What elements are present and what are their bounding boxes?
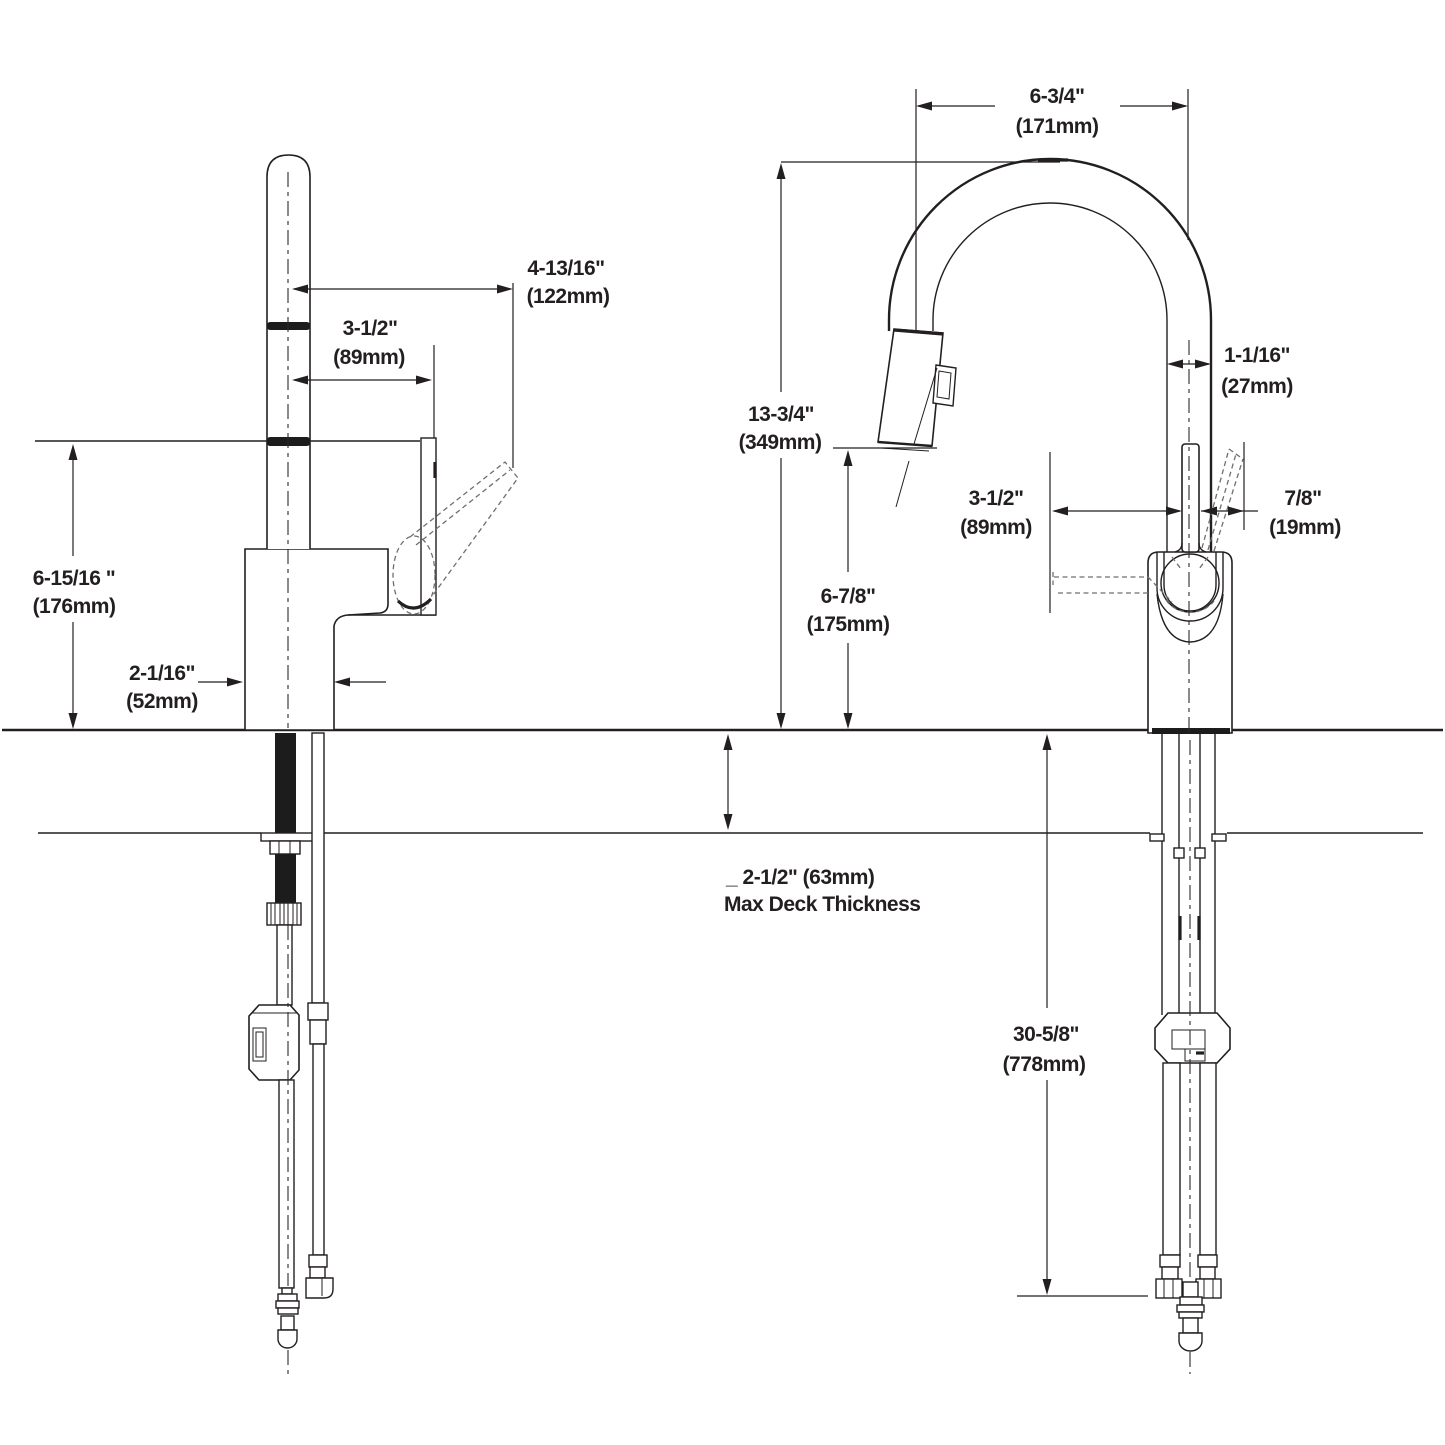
hose-fitting — [1173, 847, 1185, 859]
dim-label-metric: (175mm) — [807, 613, 890, 636]
spray-head-joint — [893, 328, 944, 336]
left-view — [35, 154, 519, 1374]
dim-right-center-to-hose: 3-1/2" (89mm) — [960, 452, 1182, 613]
dim-left-outlet-height: 6-15/16 " (176mm) — [33, 444, 116, 729]
center-fitting — [1182, 1281, 1199, 1298]
supply-riser — [276, 924, 293, 1006]
mounting-nut-ridges — [270, 903, 298, 925]
hose-fitting — [309, 1019, 327, 1045]
dim-left-base-width: 2-1/16" (52mm) — [126, 662, 386, 713]
hose-fitting — [307, 1002, 329, 1021]
dim-label: 13-3/4" — [748, 403, 814, 426]
under-counter-right — [1149, 733, 1231, 1374]
handle-dome-base — [396, 597, 433, 610]
dim-label: 30-5/8" — [1013, 1023, 1079, 1046]
valve-column — [420, 437, 437, 616]
mounting-clip — [1149, 833, 1165, 842]
deck-thickness-note: _ 2-1/2" (63mm) — [725, 866, 874, 889]
under-counter-left — [248, 732, 334, 1374]
spray-head — [877, 328, 957, 508]
mounting-clip — [1211, 833, 1227, 842]
dim-label: 6-7/8" — [821, 585, 876, 608]
handle-lever — [409, 461, 519, 596]
dim-label: 3-1/2" — [969, 487, 1024, 510]
hose-weight-window-inner — [255, 1031, 264, 1058]
deck-surface — [2, 728, 1443, 834]
hose-weight-window — [252, 1027, 267, 1062]
spray-head-accent — [913, 367, 938, 445]
gooseneck-inner — [932, 202, 1168, 552]
dim-label-metric: (349mm) — [739, 431, 822, 454]
dim-label: 7/8" — [1284, 487, 1321, 510]
dim-label: 3-1/2" — [343, 317, 398, 340]
dim-right-spout-reach: 6-3/4" (171mm) — [915, 85, 1189, 330]
dim-deck-thickness: _ 2-1/2" (63mm) Max Deck Thickness — [723, 734, 921, 916]
hex-nut — [269, 840, 301, 855]
hose-collar — [1197, 1254, 1218, 1268]
hose-fitting — [1194, 847, 1206, 859]
spray-hose-lower — [312, 1043, 325, 1256]
deck-thickness-caption: Max Deck Thickness — [724, 893, 920, 916]
spray-button-inner — [936, 370, 952, 400]
dim-right-spout-diameter: 1-1/16" (27mm) — [1167, 344, 1293, 398]
hose-collar — [308, 1254, 328, 1268]
dim-label-metric: (778mm) — [1003, 1053, 1086, 1076]
handle-dome — [392, 535, 436, 615]
supply-hose — [1199, 1062, 1217, 1256]
union-fitting — [1154, 1012, 1231, 1064]
quick-connect-fitting — [275, 1287, 300, 1349]
spray-hose — [311, 732, 325, 1004]
hose-collar — [1159, 1254, 1181, 1268]
quick-connect-fitting — [1176, 1296, 1205, 1352]
handle-bar — [1181, 443, 1200, 553]
dim-label: 6-15/16 " — [33, 567, 116, 590]
dim-label-metric: (27mm) — [1221, 375, 1293, 398]
dim-label-metric: (52mm) — [126, 690, 198, 713]
dock-inner — [1163, 552, 1217, 612]
dim-left-reach-full: 4-13/16" (122mm) — [292, 257, 610, 468]
base-gasket — [1152, 728, 1230, 734]
dim-label: 6-3/4" — [1030, 85, 1085, 108]
dim-left-reach-handle: 3-1/2" (89mm) — [292, 317, 435, 438]
hose-collar — [309, 1266, 326, 1279]
hose-collar — [1199, 1266, 1216, 1280]
supply-nut — [1195, 1278, 1222, 1299]
dim-right-supply-length: 30-5/8" (778mm) — [1003, 734, 1148, 1297]
hose-collar — [1161, 1266, 1179, 1280]
supply-nut — [1155, 1278, 1183, 1299]
spray-head-body — [877, 328, 944, 447]
supply-hose — [1162, 1062, 1181, 1256]
spray-stream-line — [895, 460, 910, 508]
hose-elbow — [305, 1277, 334, 1299]
dim-label-metric: (176mm) — [33, 595, 116, 618]
threaded-shank-lower — [275, 854, 296, 903]
handle-base-flare — [1174, 542, 1207, 553]
dim-label-metric: (89mm) — [960, 516, 1032, 539]
dock-outer — [1156, 552, 1224, 622]
wand-phantom — [1052, 556, 1215, 613]
dim-right-overall-height: 13-3/4" (349mm) — [739, 161, 1060, 729]
handle-lever-inner — [415, 469, 511, 546]
dim-label: 2-1/16" — [129, 662, 195, 685]
dim-label: 4-13/16" — [527, 257, 604, 280]
supply-hose-lower — [278, 1079, 295, 1289]
dim-right-outlet-height: 6-7/8" (175mm) — [807, 447, 937, 729]
handle-phantom — [1201, 448, 1244, 552]
dim-label-metric: (89mm) — [333, 346, 405, 369]
threaded-shank — [275, 733, 296, 833]
dock-dome — [1156, 593, 1224, 643]
dim-label-metric: (171mm) — [1016, 115, 1099, 138]
dim-label-metric: (19mm) — [1269, 516, 1341, 539]
dim-right-handle-clearance: 7/8" (19mm) — [1201, 442, 1341, 539]
dim-label: 1-1/16" — [1224, 344, 1290, 367]
faucet-body — [244, 548, 389, 731]
dim-label-metric: (122mm) — [527, 285, 610, 308]
dimensions: 4-13/16" (122mm) 3-1/2" (89mm) 6-15/16 "… — [33, 85, 1341, 1297]
right-view — [877, 157, 1244, 1374]
union-elbow-step — [1184, 1048, 1206, 1062]
spray-face — [877, 440, 933, 448]
